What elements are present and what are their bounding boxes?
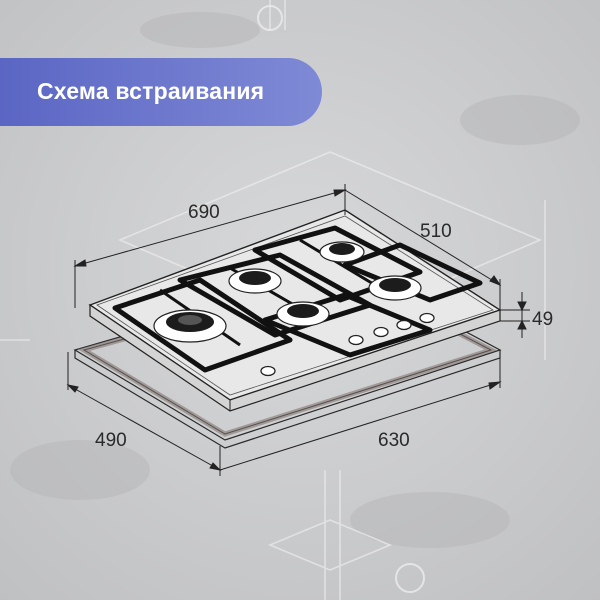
dimension-lines <box>66 184 530 476</box>
dimension-width-top: 690 <box>188 202 220 223</box>
dimension-cutout-depth: 490 <box>95 430 127 451</box>
control-knobs <box>260 312 435 377</box>
page-title: Схема встраивания <box>37 78 265 104</box>
burner-back-left <box>228 268 282 294</box>
dimension-depth-top: 510 <box>420 221 452 242</box>
burner-front-right <box>368 275 422 301</box>
burner-front-middle <box>276 301 330 327</box>
burner-large <box>153 309 227 343</box>
dimension-cutout-width: 630 <box>378 430 410 451</box>
dimension-height: 49 <box>532 309 553 330</box>
title-banner: Схема встраивания <box>0 58 322 126</box>
burner-back-right <box>319 241 365 263</box>
